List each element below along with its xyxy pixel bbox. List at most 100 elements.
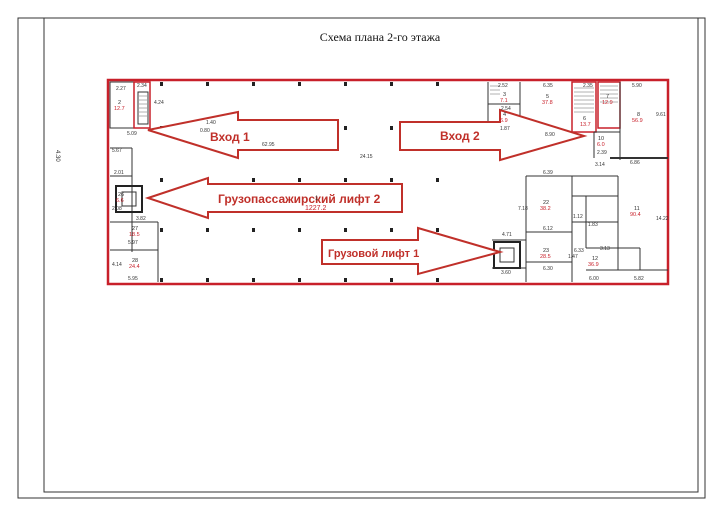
building-outline: [106, 78, 670, 286]
dimension-label: 5.09: [127, 131, 137, 137]
room-area: 24.4: [129, 264, 140, 270]
room-number: 28: [132, 258, 138, 264]
column-marker: [298, 178, 301, 182]
dimension-label: 2.54: [501, 106, 511, 112]
room-area: 6.9: [500, 118, 508, 124]
column-marker: [298, 278, 301, 282]
dimension-label: 3.13: [600, 246, 610, 252]
room-area: 12.7: [114, 106, 125, 112]
room-number: 7: [606, 94, 609, 100]
column-marker: [252, 178, 255, 182]
dimension-labels: 2.27 2.34 4.24 5.09 5.67 62.95 24.15 2.5…: [112, 83, 669, 282]
room-number: 10: [598, 136, 604, 142]
dimension-label: 8.90: [545, 132, 555, 138]
dimension-label: 7.18: [518, 206, 528, 212]
dimension-label: 2.27: [116, 86, 126, 92]
dimension-label: 2.34: [137, 83, 147, 89]
drawing-frame: [43, 17, 699, 493]
column-marker: [390, 82, 393, 86]
column-marker: [206, 278, 209, 282]
entrance-1-label: Вход 1: [210, 130, 250, 144]
room-number: 5: [546, 94, 549, 100]
dimension-label: 5.90: [632, 83, 642, 89]
dimension-label: 0.80: [200, 128, 210, 134]
dimension-label: 5.97: [128, 240, 138, 246]
dimension-label: 2.08: [112, 206, 122, 212]
dimension-label: 6.39: [543, 170, 553, 176]
room-number: 26: [118, 192, 124, 198]
room-number: 6: [583, 116, 586, 122]
column-marker: [436, 82, 439, 86]
dimension-label: 1.12: [573, 214, 583, 220]
room-area: 12.9: [602, 100, 613, 106]
column-marker: [390, 126, 393, 130]
entrance-2-label: Вход 2: [440, 129, 480, 143]
room-area: 90.4: [630, 212, 641, 218]
dimension-label: 6.86: [630, 160, 640, 166]
room-number: 23: [543, 248, 549, 254]
dimension-label: 2.35: [583, 83, 593, 89]
column-marker: [344, 178, 347, 182]
column-marker: [436, 178, 439, 182]
dimension-label: 5.82: [634, 276, 644, 282]
dimension-label: 3.60: [501, 270, 511, 276]
dimension-label: 6.12: [543, 226, 553, 232]
room-area: 28.5: [540, 254, 551, 260]
room-number: 3: [503, 92, 506, 98]
room-number: 4: [503, 112, 506, 118]
column-marker: [160, 278, 163, 282]
room-number: 22: [543, 200, 549, 206]
column-marker: [252, 228, 255, 232]
room-area: 37.8: [542, 100, 553, 106]
dimension-label: 5.67: [112, 148, 122, 154]
room-area: 6.6: [116, 198, 124, 204]
column-marker: [160, 228, 163, 232]
room-number: 11: [634, 206, 640, 212]
dimension-label: 2.39: [597, 150, 607, 156]
entrance-1-arrow: [147, 110, 339, 160]
dimension-label: 3.82: [136, 216, 146, 222]
lift-1-label: Грузовой лифт 1: [328, 248, 419, 260]
column-marker: [344, 228, 347, 232]
room-area: 18.5: [129, 232, 140, 238]
column-marker: [298, 82, 301, 86]
dimension-label: 6.33: [574, 248, 584, 254]
dimension-label: 6.35: [543, 83, 553, 89]
column-marker: [206, 82, 209, 86]
room-number: 27: [132, 226, 138, 232]
column-marker: [298, 228, 301, 232]
lift-2-label: Грузопассажирский лифт 2: [218, 192, 381, 206]
column-marker: [252, 82, 255, 86]
dimension-label: 24.15: [360, 154, 373, 160]
partition-walls: [109, 81, 668, 282]
column-marker: [160, 82, 163, 86]
main-hall-area: 1227.2: [305, 205, 327, 212]
room-number: 12: [592, 256, 598, 262]
room-area: 7.1: [500, 98, 508, 104]
dimension-label: 4.14: [112, 262, 122, 268]
room-area: 6.0: [597, 142, 605, 148]
room-area: 38.2: [540, 206, 551, 212]
room-number: 2: [118, 100, 121, 106]
column-marker: [344, 126, 347, 130]
room-area: 36.9: [588, 262, 599, 268]
column-marker: [160, 178, 163, 182]
column-marker: [390, 178, 393, 182]
column-marker: [390, 228, 393, 232]
dimension-label: 6.30: [543, 266, 553, 272]
page-title: Схема плана 2-го этажа: [319, 30, 441, 44]
dimension-label: 6.00: [589, 276, 599, 282]
column-marker: [436, 228, 439, 232]
dimension-label: 1.40: [206, 120, 216, 126]
column-marker: [344, 278, 347, 282]
dimension-label: 1.47: [568, 254, 578, 260]
dimension-label: 3.14: [595, 162, 605, 168]
column-marker: [344, 82, 347, 86]
entrance-2-arrow: [399, 108, 588, 162]
lift-2-arrow: [144, 176, 403, 220]
dimension-label: 62.95: [262, 142, 275, 148]
stair-hatching: [139, 85, 618, 117]
lift-1-arrow: [321, 226, 504, 276]
